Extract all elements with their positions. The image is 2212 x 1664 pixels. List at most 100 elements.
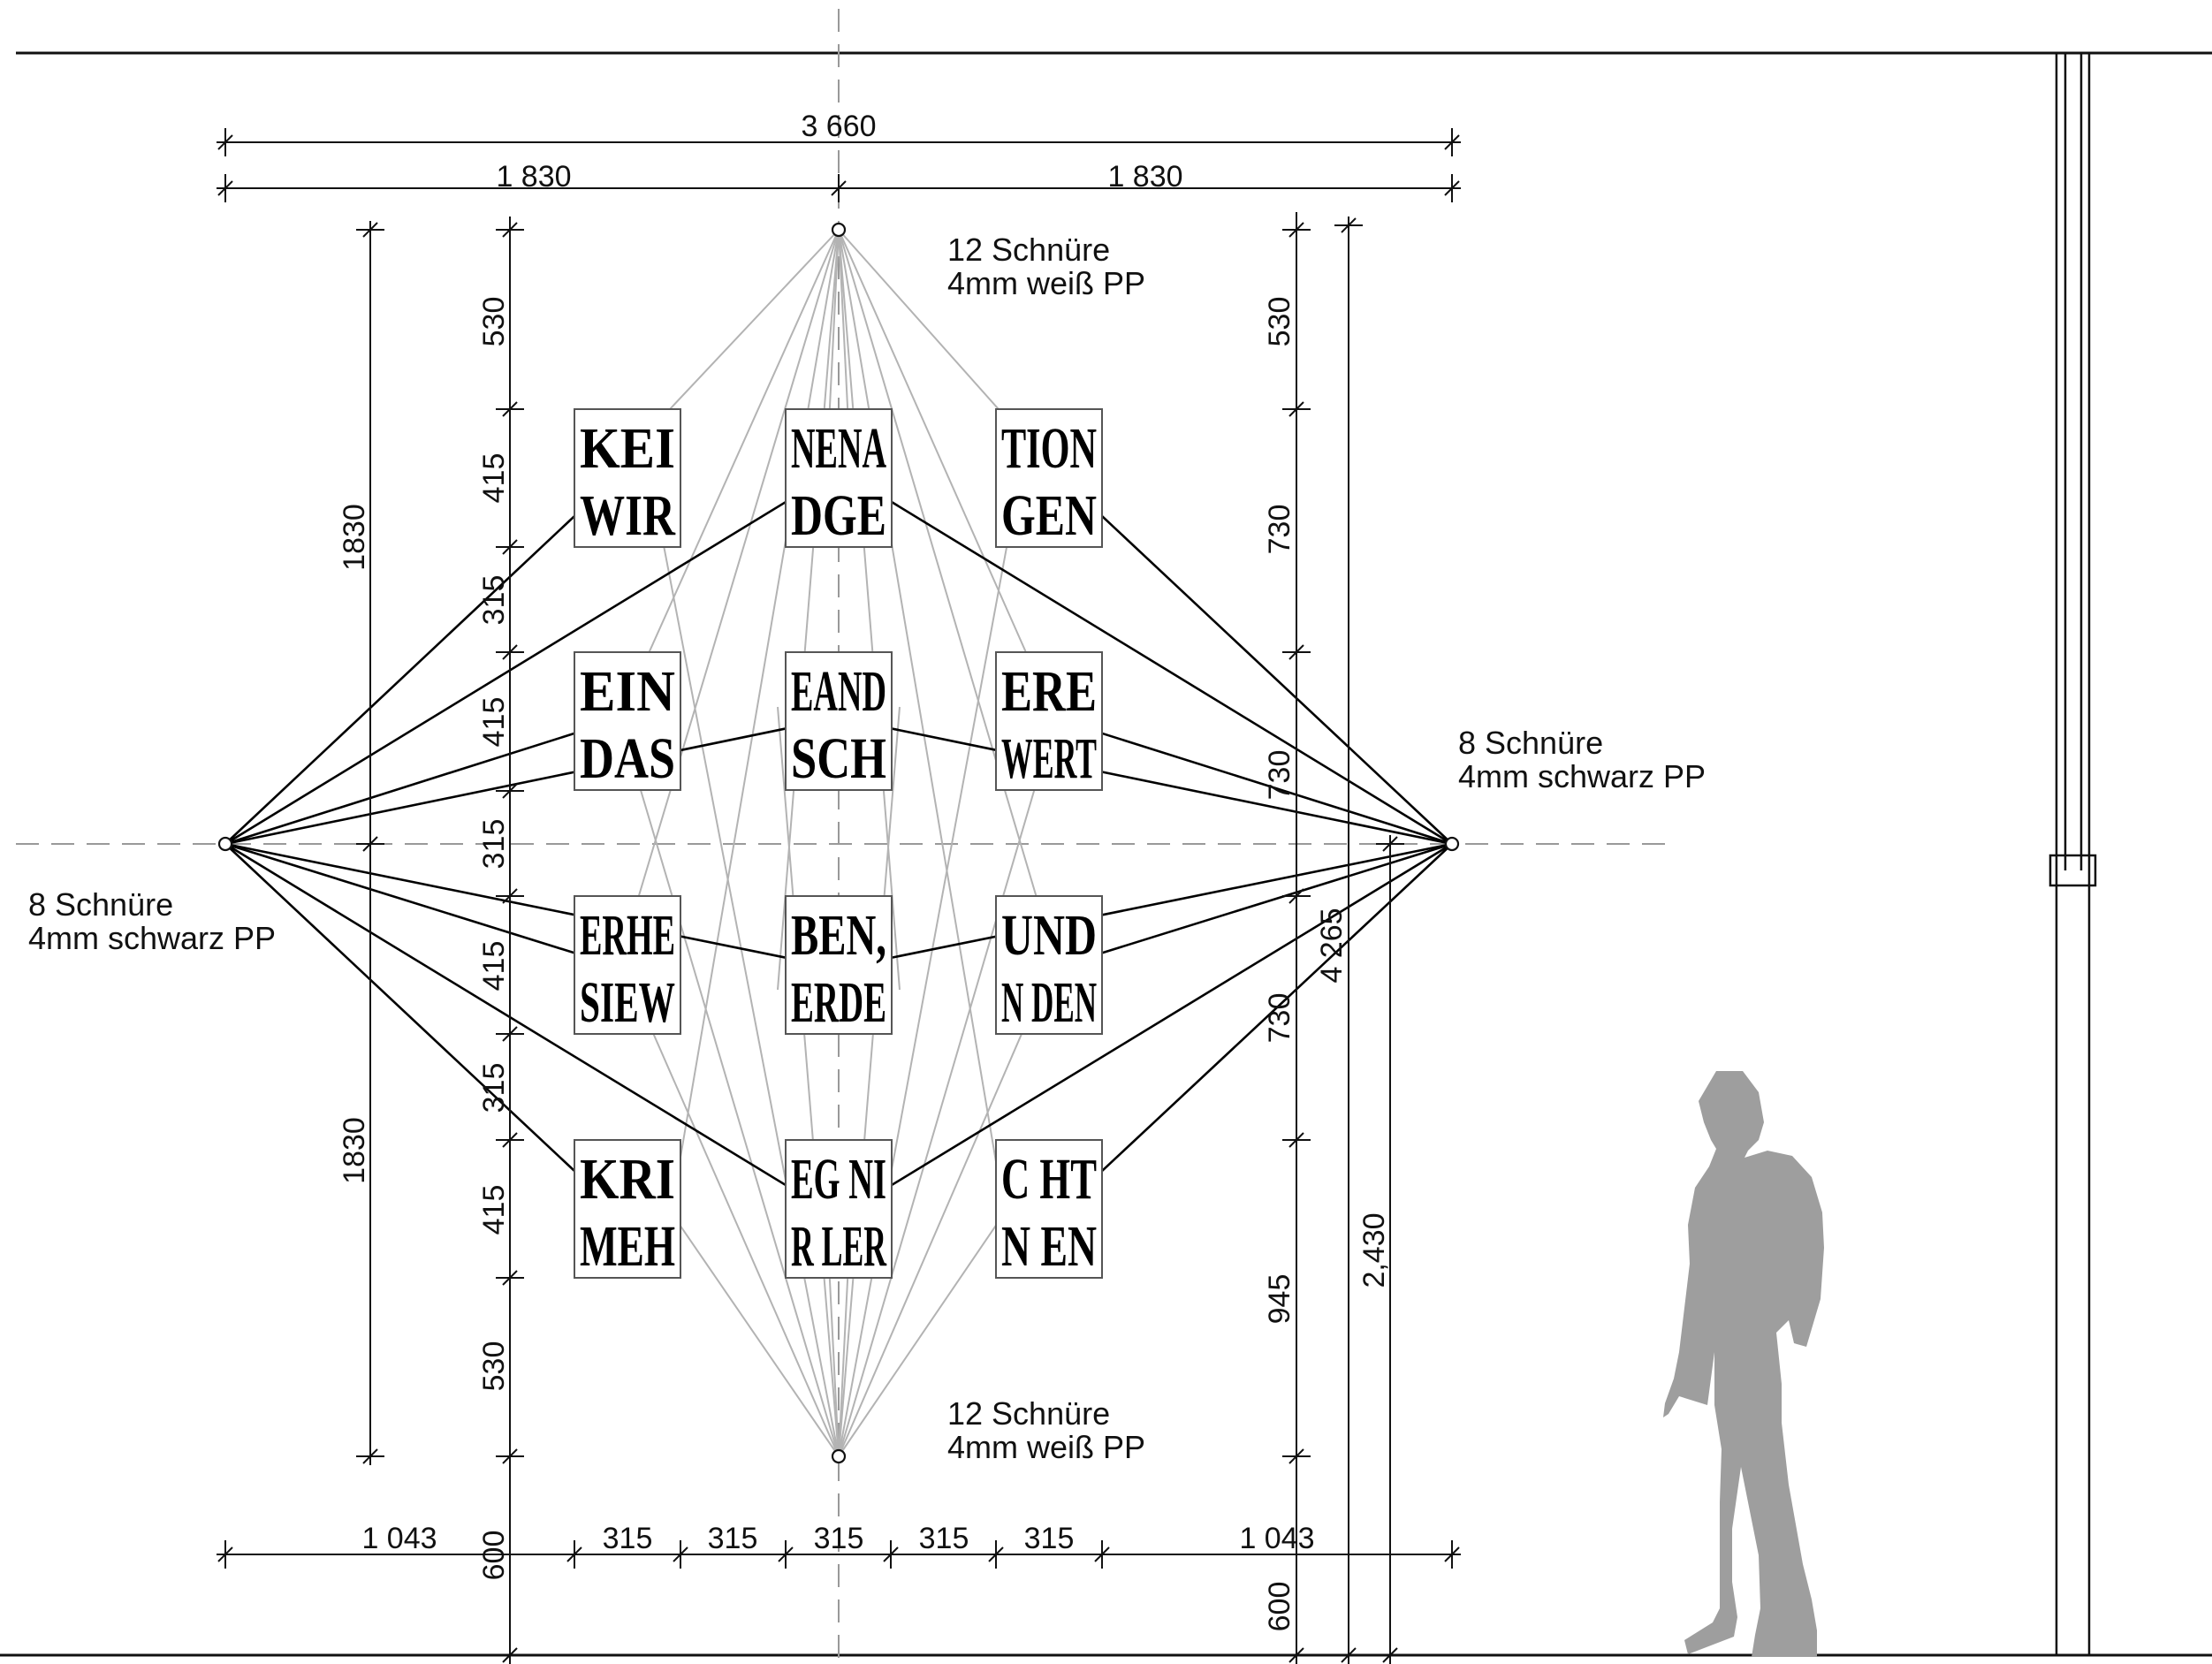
text-tile: C HTN EN xyxy=(995,1139,1103,1279)
tile-frame xyxy=(995,651,1103,791)
note-bottom-spec: 4mm weiß PP xyxy=(947,1429,1145,1465)
black-cord xyxy=(224,842,617,968)
black-cord xyxy=(850,842,1453,1212)
tile-frame xyxy=(574,408,681,548)
note-right-spec: 4mm schwarz PP xyxy=(1458,758,1706,794)
white-cord xyxy=(653,494,840,1457)
dim-bottom-gap-1: 315 xyxy=(708,1522,758,1555)
dimension-tick xyxy=(1288,222,1304,238)
tile-word-bottom: DGE xyxy=(791,483,886,548)
tile-word-top: ERE xyxy=(1001,659,1097,724)
tile-word-bottom: SIEW xyxy=(580,970,675,1035)
dim-col-tile-4: 415 xyxy=(477,1185,511,1235)
black-cord xyxy=(224,843,617,1211)
dimension-tick xyxy=(1444,134,1460,150)
white-cord xyxy=(669,229,840,410)
black-cord xyxy=(850,842,1453,968)
black-cords-group xyxy=(224,462,1453,1214)
white-cord xyxy=(618,715,840,1457)
white-cord xyxy=(838,494,1017,1457)
white-cord xyxy=(618,229,840,721)
dim-right-top: 530 xyxy=(1263,297,1296,347)
white-cord xyxy=(618,229,840,964)
tile-frame xyxy=(995,895,1103,1035)
tile-frame xyxy=(574,1139,681,1279)
dimension-tick xyxy=(1341,1647,1357,1663)
dimension-tick xyxy=(502,222,518,238)
dimension-tick xyxy=(1288,1132,1304,1148)
note-left-count: 8 Schnüre xyxy=(28,886,173,923)
dim-bottom-tile-3: 315 xyxy=(1024,1522,1075,1555)
dimension-tick xyxy=(1444,1546,1460,1562)
white-cord xyxy=(838,229,1005,1210)
dim-col-tile-1: 415 xyxy=(477,453,511,504)
dim-right-seg-3: 730 xyxy=(1263,993,1296,1044)
dim-bottom-right-margin: 1 043 xyxy=(1239,1522,1314,1555)
tile-word-bottom: WIR xyxy=(580,483,676,548)
dimension-tick xyxy=(1382,1647,1398,1663)
dim-col-top: 530 xyxy=(477,297,511,347)
tile-frame xyxy=(785,1139,893,1279)
black-cord xyxy=(850,718,1453,846)
dimension-tick xyxy=(1288,1647,1304,1663)
dimension-tick xyxy=(1288,401,1304,417)
black-cord xyxy=(1060,476,1453,845)
dimension-tick xyxy=(883,1546,899,1562)
black-cord xyxy=(1060,842,1453,968)
tile-word-bottom: GEN xyxy=(1001,483,1097,548)
note-bottom-count: 12 Schnüre xyxy=(947,1395,1110,1432)
bottom-anchor xyxy=(831,1448,847,1464)
anchor-points xyxy=(217,222,1460,1464)
dimension-lines xyxy=(217,128,1461,1664)
tile-word-top: KEI xyxy=(580,416,675,481)
dimension-tick xyxy=(502,539,518,555)
white-cord xyxy=(671,229,840,1210)
dimension-tick xyxy=(1288,1448,1304,1464)
person-silhouette-icon xyxy=(1663,1071,1824,1657)
dim-bottom-gap-2: 315 xyxy=(919,1522,969,1555)
dim-right-seg-4: 945 xyxy=(1263,1274,1296,1325)
white-cord xyxy=(777,706,840,1457)
tile-word-top: C HT xyxy=(1001,1147,1097,1212)
dimension-tick xyxy=(1444,180,1460,196)
dimension-tick xyxy=(362,222,378,238)
white-cord xyxy=(838,954,1057,1457)
dim-right-seg-1: 730 xyxy=(1263,505,1296,555)
top-anchor xyxy=(831,222,847,238)
wall-column xyxy=(2049,53,2097,1655)
dim-left-height-bottom: 1830 xyxy=(338,1117,371,1184)
dim-col-gap-2: 315 xyxy=(477,819,511,870)
dimension-tick xyxy=(502,1026,518,1042)
dimension-tick xyxy=(1094,1546,1110,1562)
black-cord xyxy=(224,718,617,846)
black-cord xyxy=(224,718,827,846)
tile-frame xyxy=(574,895,681,1035)
tile-word-bottom: N DEN xyxy=(1001,970,1097,1035)
tile-word-top: EIN xyxy=(580,659,675,724)
tile-frame xyxy=(995,408,1103,548)
dimension-tick xyxy=(1382,836,1398,852)
dimension-tick xyxy=(362,836,378,852)
tile-word-bottom: MEH xyxy=(580,1214,675,1279)
tile-word-top: ERHE xyxy=(580,903,675,968)
cord-notes: 12 Schnüre 4mm weiß PP 12 Schnüre 4mm we… xyxy=(28,232,1706,1465)
white-cord xyxy=(838,706,901,1457)
tile-frame xyxy=(995,1139,1103,1279)
dimension-tick xyxy=(217,180,233,196)
dimension-tick xyxy=(502,1647,518,1663)
dimension-tick xyxy=(1341,217,1357,233)
white-cord xyxy=(777,229,840,991)
dim-overall-height: 4 265 xyxy=(1315,908,1349,983)
dim-col-tile-2: 415 xyxy=(477,697,511,748)
tile-word-top: UND xyxy=(1001,903,1097,968)
text-tile: BEN,ERDE xyxy=(785,895,893,1035)
dimension-tick xyxy=(778,1546,794,1562)
black-cord xyxy=(224,842,827,1212)
dim-col-tile-3: 415 xyxy=(477,941,511,992)
left-anchor xyxy=(217,836,233,852)
